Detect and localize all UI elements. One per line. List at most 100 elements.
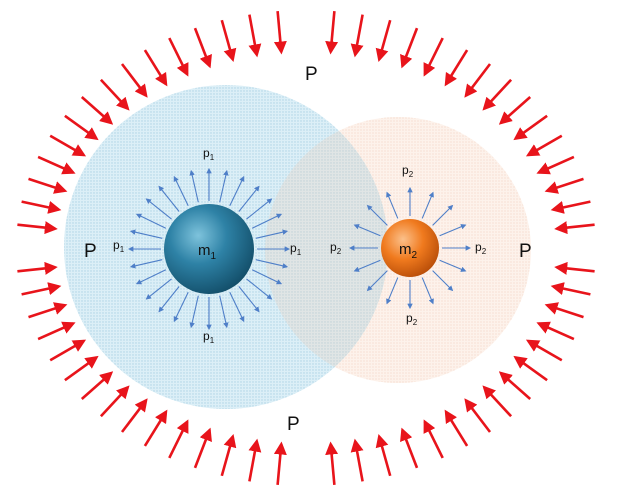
mass1-pressure-label-left: p1 [113, 238, 125, 254]
outer-pressure-arrow [350, 438, 364, 482]
outer-pressure-arrow [325, 10, 339, 55]
field-overlap [265, 117, 388, 383]
radial-pressure-arrow [421, 191, 434, 219]
radial-pressure-arrow [386, 277, 399, 305]
outer-pressure-arrow [375, 433, 392, 477]
outer-pressure-arrow [99, 78, 130, 111]
outer-pressure-arrow [273, 10, 287, 55]
outer-pressure-arrow [554, 221, 595, 235]
radial-pressure-arrow [219, 295, 229, 329]
radial-pressure-arrow [173, 291, 189, 323]
mass2-pressure-label-left: p2 [330, 240, 342, 256]
outer-pressure-arrow [423, 419, 444, 459]
outer-pressure-arrow [80, 371, 114, 400]
mass2-pressure-arrows [348, 186, 472, 310]
radial-pressure-arrow [129, 259, 163, 269]
radial-pressure-arrow [353, 224, 381, 237]
outer-pressure-arrow [482, 385, 513, 418]
radial-pressure-arrow [145, 278, 172, 300]
radial-pressure-arrow [189, 295, 199, 329]
outer-pressure-arrow [273, 441, 287, 486]
radial-pressure-arrow [255, 229, 289, 239]
outer-pressure-arrow [375, 19, 392, 63]
outer-pressure-arrow [350, 14, 364, 58]
outer-pressure-arrow [64, 355, 99, 382]
mass1-pressure-label-right: p1 [290, 241, 302, 257]
radial-pressure-arrow [251, 213, 283, 229]
outer-pressure-arrow [120, 398, 148, 433]
mass1-pressure-label-bottom: p1 [203, 329, 215, 345]
outer-pressure-arrow [21, 200, 62, 214]
outer-pressure-label-left: P [84, 241, 97, 262]
mass2-pressure-label-bottom: p2 [406, 311, 418, 327]
outer-pressure-arrow [168, 419, 189, 459]
radial-pressure-arrow [189, 169, 199, 203]
outer-pressure-arrow [444, 409, 469, 447]
outer-pressure-arrow [37, 155, 76, 175]
outer-pressure-arrow [143, 409, 168, 447]
outer-pressure-arrow [143, 49, 168, 87]
outer-pressure-arrow [544, 302, 584, 319]
outer-pressure-arrow [168, 37, 189, 77]
outer-pressure-arrow [464, 398, 492, 433]
radial-pressure-arrow [439, 259, 467, 272]
radial-pressure-arrow [432, 270, 454, 292]
outer-pressure-arrow [550, 200, 591, 214]
radial-pressure-arrow [129, 229, 163, 239]
radial-pressure-arrow [238, 185, 260, 212]
mass2-label: m2 [399, 241, 418, 261]
radial-pressure-arrow [251, 269, 283, 285]
radial-pressure-arrow [246, 198, 273, 220]
outer-pressure-arrow [544, 177, 584, 194]
radial-pressure-arrow [158, 185, 180, 212]
mass1-sphere [164, 204, 254, 294]
outer-pressure-arrow [17, 261, 58, 275]
outer-pressure-arrow [525, 339, 563, 362]
radial-pressure-arrow [432, 204, 454, 226]
mass2-sphere [381, 219, 439, 277]
radial-pressure-arrow [229, 291, 245, 323]
radial-pressure-arrow [219, 169, 229, 203]
outer-pressure-label-bottom: P [287, 414, 300, 435]
outer-pressure-arrow [28, 177, 68, 194]
radial-pressure-arrow [173, 175, 189, 207]
outer-pressure-arrow [21, 282, 62, 296]
radial-pressure-arrow [246, 278, 273, 300]
outer-pressure-arrow [525, 134, 563, 157]
outer-pressure-arrow [99, 385, 130, 418]
radial-pressure-arrow [255, 259, 289, 269]
radial-pressure-arrow [439, 224, 467, 237]
outer-pressure-label-top: P [305, 64, 318, 85]
mass1-label: m1 [198, 242, 217, 262]
outer-pressure-arrow [536, 321, 575, 341]
outer-pressure-arrow [400, 27, 419, 69]
radial-pressure-arrow [421, 277, 434, 305]
radial-pressure-arrow [366, 270, 388, 292]
outer-pressure-arrow [193, 27, 212, 69]
radial-pressure-arrow [353, 259, 381, 272]
radial-pressure-arrow [135, 269, 167, 285]
outer-pressure-arrow [49, 134, 87, 157]
outer-pressure-label-right: P [519, 241, 532, 262]
outer-pressure-arrow [17, 221, 58, 235]
outer-pressure-arrow [28, 302, 68, 319]
outer-pressure-arrow [248, 438, 262, 482]
mass1-pressure-label-top: p1 [203, 146, 215, 162]
outer-pressure-arrow [64, 114, 99, 141]
outer-pressure-arrow [80, 96, 114, 125]
outer-pressure-arrow [400, 427, 419, 469]
outer-pressure-arrow [498, 96, 532, 125]
outer-pressure-arrow [120, 63, 148, 98]
outer-pressure-arrow [444, 49, 469, 87]
radial-pressure-arrow [238, 286, 260, 313]
mass2-pressure-label-top: p2 [402, 163, 414, 179]
outer-pressure-arrow [554, 261, 595, 275]
outer-pressure-arrow [513, 355, 548, 382]
outer-pressure-arrow [513, 114, 548, 141]
outer-pressure-arrow [220, 433, 237, 477]
radial-pressure-arrow [145, 198, 172, 220]
radial-pressure-arrow [386, 191, 399, 219]
radial-pressure-arrow [229, 175, 245, 207]
mass1-pressure-arrows [127, 167, 291, 331]
